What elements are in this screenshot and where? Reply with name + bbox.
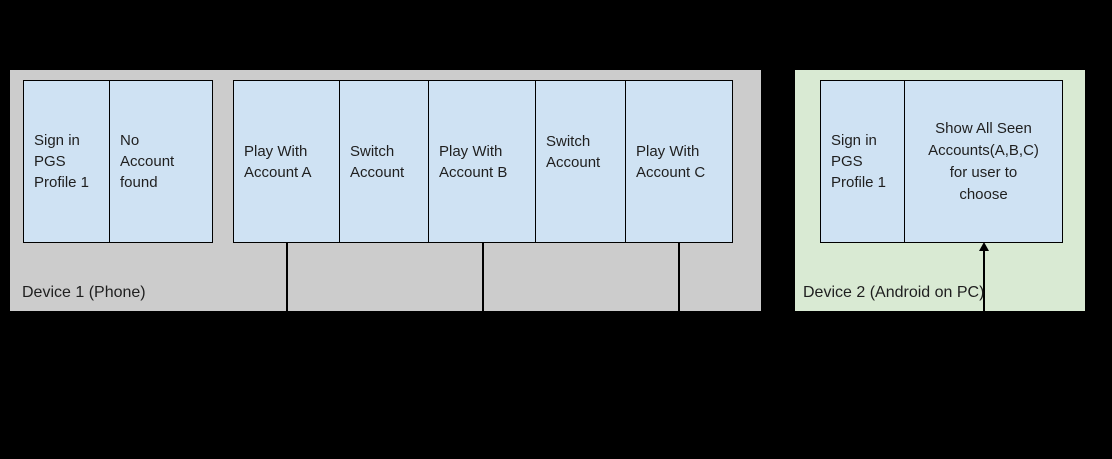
cell-show-all-seen-accounts: Show All Seen Accounts(A,B,C) for user t… xyxy=(905,80,1063,243)
cell-text: Play With Account A xyxy=(244,142,312,181)
cell-text: Play With Account C xyxy=(636,142,706,181)
cell-text: Show All Seen Accounts(A,B,C) for user t… xyxy=(928,119,1039,203)
connector-line-account-b xyxy=(482,243,484,311)
connector-line-account-c xyxy=(678,243,680,311)
cell-switch-account-2: Switch Account xyxy=(536,80,626,243)
cell-switch-account-1: Switch Account xyxy=(340,80,429,243)
cell-play-with-account-c: Play With Account C xyxy=(626,80,733,243)
device1-container: Sign in PGS Profile 1 No Account found P… xyxy=(10,70,761,311)
device1-label: Device 1 (Phone) xyxy=(22,284,146,301)
device2-label: Device 2 (Android on PC) xyxy=(803,284,985,301)
device2-container: Sign in PGS Profile 1 Show All Seen Acco… xyxy=(795,70,1085,311)
cell-text: Sign in PGS Profile 1 xyxy=(34,132,90,191)
cell-play-with-account-b: Play With Account B xyxy=(429,80,536,243)
cell-play-with-account-a: Play With Account A xyxy=(233,80,340,243)
device2-group: Sign in PGS Profile 1 Show All Seen Acco… xyxy=(820,80,1063,243)
cell-text: No Account found xyxy=(120,132,175,191)
arrow-up-line xyxy=(983,251,985,311)
cell-text: Switch Account xyxy=(350,142,405,181)
cell-text: Switch Account xyxy=(546,132,601,171)
arrow-up-head xyxy=(979,242,989,251)
cell-text: Play With Account B xyxy=(439,142,508,181)
device1-signin-group: Sign in PGS Profile 1 No Account found xyxy=(23,80,213,243)
cell-sign-in-pgs-profile-1: Sign in PGS Profile 1 xyxy=(23,80,110,243)
cell-sign-in-pgs-profile-1-device2: Sign in PGS Profile 1 xyxy=(820,80,905,243)
device1-play-group: Play With Account A Switch Account Play … xyxy=(233,80,733,243)
connector-line-account-a xyxy=(286,243,288,311)
cell-text: Sign in PGS Profile 1 xyxy=(831,132,887,191)
cell-no-account-found: No Account found xyxy=(110,80,213,243)
